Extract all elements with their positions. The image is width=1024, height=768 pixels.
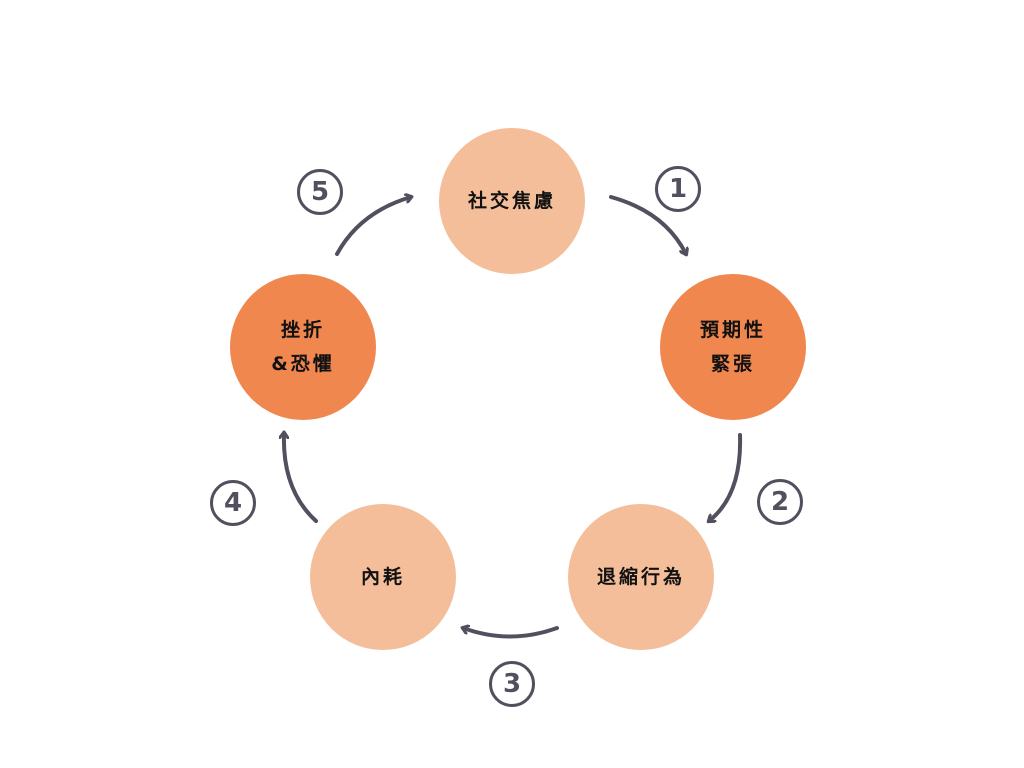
step-5-badge: 5 bbox=[297, 169, 343, 215]
arrow-3 bbox=[463, 628, 559, 639]
node-anticipatory-tension: 預期性緊張 bbox=[660, 274, 806, 420]
step-3-badge: 3 bbox=[489, 661, 535, 707]
node-withdrawal: 退縮行為 bbox=[568, 504, 714, 650]
step-4-badge: 4 bbox=[210, 480, 256, 526]
arrow-1 bbox=[609, 195, 686, 254]
step-2-badge: 2 bbox=[757, 479, 803, 525]
arrow-4 bbox=[284, 433, 318, 523]
node-label: 預期性 bbox=[699, 319, 766, 341]
node-label: 挫折 bbox=[280, 319, 325, 341]
node-label: 社交焦慮 bbox=[467, 190, 556, 212]
node-label: &恐懼 bbox=[271, 353, 335, 375]
node-social-anxiety: 社交焦慮 bbox=[439, 128, 585, 274]
step-1-badge: 1 bbox=[655, 166, 701, 212]
node-rumination: 內耗 bbox=[310, 504, 456, 650]
arrow-2 bbox=[709, 433, 743, 521]
node-label: 內耗 bbox=[360, 566, 405, 588]
node-frustration-fear: 挫折&恐懼 bbox=[230, 274, 376, 420]
node-label: 緊張 bbox=[710, 353, 755, 375]
arrow-5 bbox=[335, 197, 411, 256]
node-label: 退縮行為 bbox=[596, 566, 685, 588]
